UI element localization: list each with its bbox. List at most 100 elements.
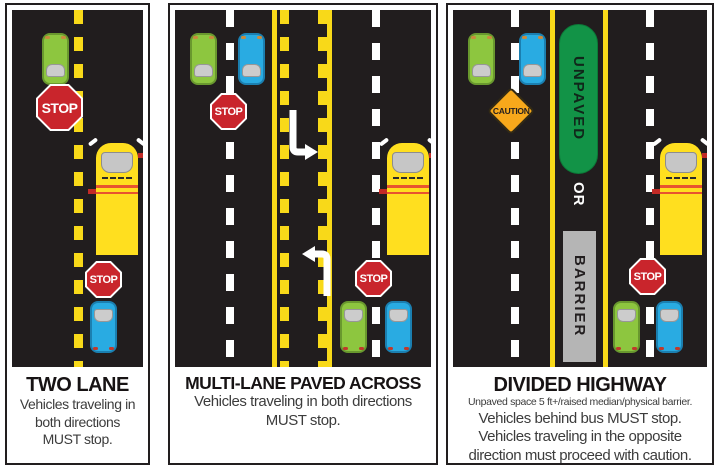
- caution-sign-label: CAUTION: [492, 106, 530, 116]
- stop-sign: STOP: [355, 260, 392, 297]
- car-blue-up: [656, 301, 683, 353]
- lane-line-yellow-solid: [327, 10, 332, 367]
- caption-line: both directions: [34, 413, 121, 430]
- caption-line: Vehicles traveling in: [19, 396, 136, 412]
- bus-stripe: [660, 185, 702, 188]
- car-blue-up: [385, 301, 412, 353]
- caption-line: Vehicles behind bus MUST stop.: [478, 409, 682, 427]
- stop-sign-label: STOP: [359, 272, 388, 285]
- lane-line-yellow-dashed: [318, 10, 327, 367]
- bus-windshield: [101, 152, 133, 173]
- bus-stop-arm: [652, 189, 660, 194]
- car-windshield: [94, 309, 113, 322]
- panel-subtitle: Unpaved space 5 ft+/raised median/physic…: [467, 396, 693, 408]
- unpaved-median: UNPAVED: [559, 24, 598, 174]
- or-label: OR: [570, 182, 587, 207]
- bus-grille: [666, 177, 696, 179]
- panel-two-lane: STOP STOP TWO LANE Vehicles traveling in…: [5, 3, 150, 465]
- turn-arrow-down-right-icon: [289, 110, 318, 160]
- bus-grille: [102, 177, 132, 179]
- caption-divided-highway: DIVIDED HIGHWAY Unpaved space 5 ft+/rais…: [453, 367, 707, 466]
- panel-title: TWO LANE: [26, 374, 129, 396]
- car-green-down: [190, 33, 217, 85]
- car-green-up: [613, 301, 640, 353]
- school-bus: [651, 137, 707, 255]
- bus-stripe: [96, 185, 138, 188]
- car-windshield: [389, 309, 408, 322]
- bus-mirror-icon: [135, 137, 143, 147]
- lane-line-white-dashed: [511, 10, 519, 367]
- barrier-label: BARRIER: [571, 255, 588, 338]
- panel-title: MULTI-LANE PAVED ACROSS: [185, 373, 421, 393]
- bus-stop-arm: [379, 189, 387, 194]
- lane-line-white-dashed: [372, 10, 380, 367]
- bus-stripe: [96, 192, 138, 194]
- lane-line-yellow-solid: [272, 10, 277, 367]
- turn-arrow-up-left-icon: [302, 246, 331, 296]
- car-blue-down: [238, 33, 265, 85]
- car-windshield: [194, 64, 213, 77]
- stop-sign-face: [87, 263, 120, 296]
- lane-line-white-dashed: [226, 10, 234, 367]
- car-blue-down: [519, 33, 546, 85]
- stop-sign: STOP: [210, 93, 247, 130]
- barrier-median: BARRIER: [563, 231, 596, 362]
- stop-sign-label: STOP: [214, 105, 243, 118]
- school-bus: [87, 137, 143, 255]
- car-windshield: [46, 64, 65, 77]
- stop-sign: STOP: [36, 84, 83, 131]
- lane-line-white-dashed: [646, 10, 654, 367]
- road-divided-highway: UNPAVED OR BARRIER CAUTION STO: [453, 10, 707, 367]
- stop-sign-label: STOP: [89, 273, 118, 286]
- stop-sign-face: [357, 262, 390, 295]
- car-green-down: [42, 33, 69, 85]
- center-line-yellow-dashed: [74, 10, 83, 367]
- car-windshield: [617, 309, 636, 322]
- car-windshield: [660, 309, 679, 322]
- stop-sign: STOP: [629, 258, 666, 295]
- bus-mirror-icon: [426, 137, 431, 147]
- stop-sign-label: STOP: [41, 99, 78, 116]
- caption-line: MUST stop.: [42, 431, 113, 447]
- lane-line-yellow-dashed: [280, 10, 289, 367]
- lane-line-yellow-solid: [603, 10, 608, 367]
- panel-multi-lane: STOP STOP: [168, 3, 438, 465]
- stop-sign-label: STOP: [633, 270, 662, 283]
- bus-grille: [393, 177, 423, 179]
- bus-stripe: [387, 185, 429, 188]
- bus-stripe: [660, 192, 702, 194]
- bus-stop-arm: [429, 153, 431, 158]
- caption-line: Vehicles traveling in both directions: [194, 393, 412, 411]
- bus-mirror-icon: [699, 137, 707, 147]
- school-bus: [378, 137, 431, 255]
- bus-stripe: [387, 192, 429, 194]
- car-blue-up: [90, 301, 117, 353]
- unpaved-label: UNPAVED: [570, 56, 587, 142]
- car-green-down: [468, 33, 495, 85]
- bus-stop-arm: [702, 153, 707, 158]
- car-windshield: [523, 64, 542, 77]
- panel-divided-highway: UNPAVED OR BARRIER CAUTION STO: [446, 3, 714, 465]
- caption-line: Vehicles traveling in the opposite: [478, 428, 682, 446]
- car-windshield: [472, 64, 491, 77]
- lane-line-yellow-solid: [550, 10, 555, 367]
- bus-mirror-icon: [87, 137, 99, 147]
- car-windshield: [242, 64, 261, 77]
- road-multi-lane: STOP STOP: [175, 10, 431, 367]
- caption-line: MUST stop.: [265, 412, 341, 429]
- road-two-lane: STOP STOP: [12, 10, 143, 367]
- caption-multi-lane: MULTI-LANE PAVED ACROSS Vehicles traveli…: [175, 367, 431, 431]
- car-windshield: [344, 309, 363, 322]
- stop-sign-face: [631, 260, 664, 293]
- bus-mirror-icon: [378, 137, 390, 147]
- bus-stop-arm: [88, 189, 96, 194]
- bus-windshield: [392, 152, 424, 173]
- caption-line: direction must proceed with caution.: [468, 447, 692, 465]
- caution-sign: CAUTION: [486, 86, 536, 136]
- stop-sign-face: [38, 86, 81, 129]
- stop-sign: STOP: [85, 261, 122, 298]
- bus-stop-arm: [138, 153, 143, 158]
- caption-two-lane: TWO LANE Vehicles traveling in both dire…: [12, 367, 143, 449]
- panel-title: DIVIDED HIGHWAY: [493, 374, 667, 396]
- bus-windshield: [665, 152, 697, 173]
